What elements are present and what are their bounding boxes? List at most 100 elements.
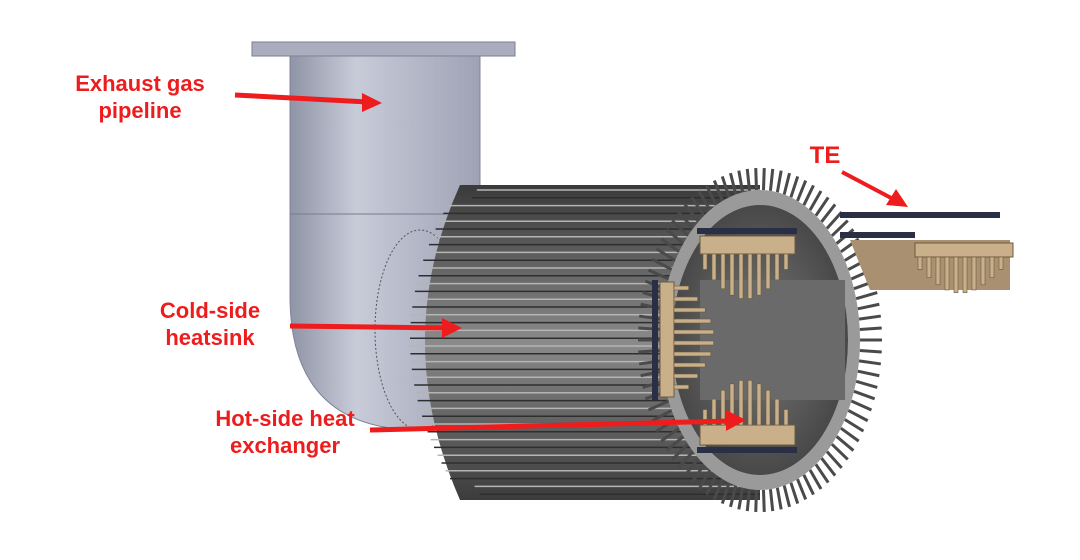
label-line: Exhaust gas — [75, 71, 205, 96]
hx-fin — [774, 398, 780, 426]
hx-fin — [989, 256, 995, 279]
hx-fin — [935, 256, 941, 286]
label-exhaust-gas-pipeline: Exhaust gas pipeline — [40, 70, 240, 124]
radial-fin — [782, 172, 791, 195]
radial-fin — [651, 257, 673, 271]
radial-fin — [830, 443, 849, 461]
hx-fin — [738, 380, 744, 426]
hx-fin — [926, 256, 932, 279]
hx-fin — [702, 409, 708, 426]
hx-fin — [720, 389, 726, 426]
radial-fin — [814, 196, 830, 217]
hx-fin — [783, 409, 789, 426]
radial-fin — [830, 219, 849, 237]
hx-fin — [673, 384, 689, 390]
inner-core — [700, 280, 845, 400]
radial-fin — [782, 485, 791, 508]
radial-fin — [775, 170, 783, 193]
radial-fin — [855, 379, 878, 389]
radial-fin — [640, 369, 663, 378]
hx-fin — [673, 307, 706, 313]
hx-fin — [998, 256, 1004, 270]
hx-fin — [944, 256, 950, 291]
hx-fin — [765, 253, 771, 290]
label-te: TE — [809, 142, 841, 169]
radial-fin — [690, 463, 706, 484]
hx-fin — [917, 256, 923, 270]
radial-fin — [665, 228, 685, 245]
radial-fin — [761, 489, 766, 512]
radial-fin — [683, 203, 700, 223]
radial-fin — [737, 170, 745, 193]
radial-fin — [665, 435, 685, 452]
radial-fin — [712, 179, 724, 202]
hx-fin — [673, 285, 689, 291]
hx-fin — [720, 253, 726, 290]
hx-fin — [765, 389, 771, 426]
label-line: Hot-side heat — [215, 406, 355, 431]
te-module — [840, 212, 1000, 218]
heatsink-radial-fins — [638, 168, 882, 512]
radial-fin — [737, 487, 745, 510]
radial-fin — [859, 326, 882, 332]
radial-fin — [729, 485, 738, 508]
radial-fin — [857, 302, 880, 311]
label-line: pipeline — [98, 98, 182, 123]
radial-fin — [835, 435, 855, 452]
hx-fin — [980, 256, 986, 286]
radial-fin — [647, 268, 670, 281]
label-line: Cold-side — [159, 298, 261, 323]
hx-fin — [673, 329, 714, 335]
hx-fin — [673, 362, 706, 368]
radial-fin — [858, 314, 882, 321]
radial-fin — [647, 399, 670, 412]
hx-fin — [711, 398, 717, 426]
hx-fin — [971, 256, 977, 291]
radial-fin — [640, 302, 663, 311]
radial-fin — [796, 478, 808, 501]
hx-fin — [673, 373, 698, 379]
hx-fin — [702, 253, 708, 270]
radial-fin — [677, 450, 695, 469]
radial-fin — [705, 184, 718, 206]
radial-fin — [844, 418, 865, 433]
label-hot-side-heat-exchanger: Hot-side heat exchanger — [190, 405, 380, 459]
radial-fin — [802, 184, 815, 206]
hx-fin — [953, 256, 959, 293]
radial-fin — [820, 457, 837, 477]
hx-fin — [711, 253, 717, 281]
radial-fin — [690, 196, 706, 217]
hx-fin — [673, 296, 698, 302]
radial-fin — [858, 359, 882, 366]
radial-fin — [754, 489, 759, 512]
hx-fin — [747, 253, 753, 299]
radial-fin — [683, 457, 700, 477]
hx-fin — [747, 380, 753, 426]
radial-fin — [847, 409, 869, 423]
hx-fin — [673, 340, 714, 346]
radial-fin — [857, 369, 880, 378]
hx-fin — [774, 253, 780, 281]
radial-fin — [820, 203, 837, 223]
label-line: exchanger — [229, 433, 341, 458]
radial-fin — [660, 237, 680, 254]
radial-fin — [775, 487, 783, 510]
radial-fin — [814, 463, 830, 484]
radial-fin — [745, 168, 752, 191]
radial-fin — [655, 247, 676, 262]
hx-fin — [738, 253, 744, 299]
radial-fin — [729, 172, 738, 195]
radial-fin — [796, 179, 808, 202]
radial-fin — [754, 168, 759, 191]
radial-fin — [802, 474, 815, 496]
hx-fin — [783, 253, 789, 270]
hx-fin — [756, 253, 762, 296]
radial-fin — [825, 211, 843, 230]
hx-fin — [673, 318, 712, 324]
radial-fin — [720, 482, 731, 505]
radial-fin — [855, 291, 878, 301]
radial-fin — [761, 168, 766, 191]
radial-fin — [850, 399, 873, 412]
